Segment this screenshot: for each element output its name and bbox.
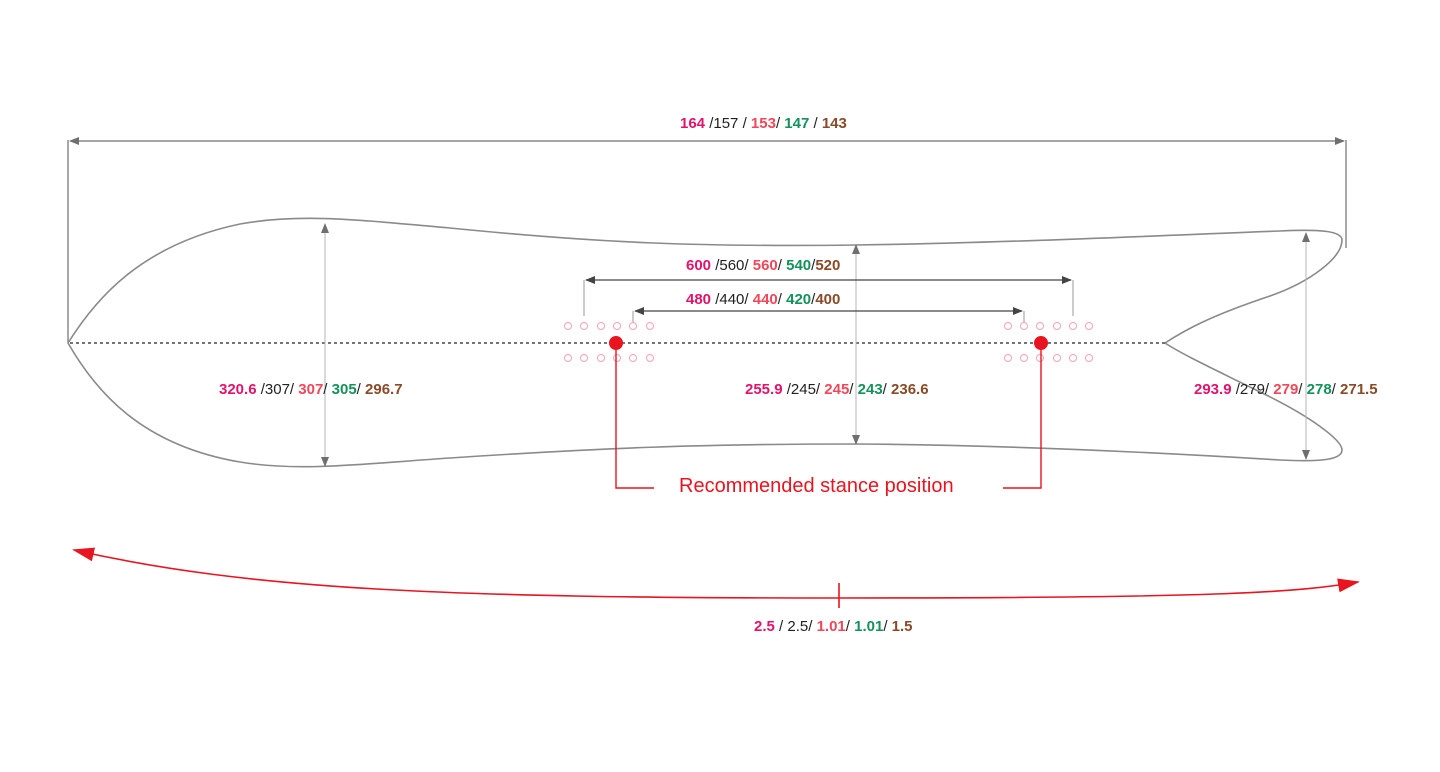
size-value: 296.7 bbox=[365, 381, 403, 398]
separator: / bbox=[811, 257, 816, 274]
size-value: 236.6 bbox=[891, 381, 929, 398]
size-value: 307 bbox=[298, 381, 324, 398]
size-value: 440 bbox=[752, 291, 778, 308]
separator: / bbox=[738, 115, 751, 132]
size-value: 2.5 bbox=[754, 618, 775, 635]
length-label: 164 /157 / 153/ 147 / 143 bbox=[680, 115, 847, 132]
separator: / bbox=[882, 381, 892, 398]
size-value: 1.01 bbox=[816, 618, 846, 635]
separator: / bbox=[815, 381, 825, 398]
rear-stance-leader bbox=[1003, 350, 1042, 489]
separator: / bbox=[256, 381, 265, 398]
board-outline bbox=[67, 217, 1343, 468]
separator: / bbox=[1298, 381, 1307, 398]
separator: / bbox=[849, 381, 858, 398]
camber-label: 2.5 / 2.5/ 1.01/ 1.01/ 1.5 bbox=[754, 618, 913, 635]
size-value: 147 bbox=[784, 115, 810, 132]
size-value: 2.5 bbox=[787, 618, 809, 635]
separator: / bbox=[1264, 381, 1274, 398]
size-value: 279 bbox=[1239, 381, 1265, 398]
camber-profile bbox=[72, 547, 1360, 608]
separator: / bbox=[289, 381, 299, 398]
tail-width-label: 293.9 /279/ 279/ 278/ 271.5 bbox=[1194, 381, 1378, 398]
outer-stance-dimension bbox=[583, 276, 1074, 316]
size-value: 157 bbox=[713, 115, 739, 132]
separator: / bbox=[782, 381, 791, 398]
separator: / bbox=[711, 257, 720, 274]
separator: / bbox=[1231, 381, 1240, 398]
front-stance-leader bbox=[615, 350, 654, 489]
separator: / bbox=[711, 291, 720, 308]
size-value: 278 bbox=[1306, 381, 1332, 398]
size-value: 293.9 bbox=[1194, 381, 1232, 398]
size-value: 540 bbox=[786, 257, 812, 274]
size-value: 279 bbox=[1273, 381, 1299, 398]
size-value: 305 bbox=[331, 381, 357, 398]
separator: / bbox=[356, 381, 366, 398]
size-value: 560 bbox=[719, 257, 745, 274]
size-value: 320.6 bbox=[219, 381, 257, 398]
front-stance-marker bbox=[609, 336, 623, 350]
size-value: 245 bbox=[824, 381, 850, 398]
rear-stance-marker bbox=[1034, 336, 1048, 350]
separator: / bbox=[705, 115, 714, 132]
separator: / bbox=[775, 115, 785, 132]
stance-position-label: Recommended stance position bbox=[679, 475, 954, 497]
size-value: 600 bbox=[686, 257, 712, 274]
separator: / bbox=[883, 618, 892, 635]
separator: / bbox=[777, 291, 787, 308]
outer-stance-label: 600 /560/ 560/ 540/520 bbox=[686, 257, 840, 274]
separator: / bbox=[811, 291, 816, 308]
size-value: 243 bbox=[857, 381, 883, 398]
separator: / bbox=[744, 291, 753, 308]
separator: / bbox=[744, 257, 753, 274]
separator: / bbox=[323, 381, 332, 398]
size-value: 245 bbox=[790, 381, 816, 398]
size-value: 480 bbox=[686, 291, 712, 308]
size-value: 400 bbox=[815, 291, 841, 308]
separator: / bbox=[808, 618, 817, 635]
size-value: 271.5 bbox=[1340, 381, 1378, 398]
waist-width-label: 255.9 /245/ 245/ 243/ 236.6 bbox=[745, 381, 929, 398]
size-value: 255.9 bbox=[745, 381, 783, 398]
size-value: 560 bbox=[752, 257, 778, 274]
length-dimension bbox=[67, 137, 1347, 342]
size-value: 1.01 bbox=[854, 618, 884, 635]
separator: / bbox=[845, 618, 855, 635]
inner-stance-label: 480 /440/ 440/ 420/400 bbox=[686, 291, 840, 308]
size-value: 520 bbox=[815, 257, 841, 274]
size-value: 153 bbox=[750, 115, 776, 132]
size-value: 143 bbox=[821, 115, 847, 132]
size-value: 1.5 bbox=[891, 618, 913, 635]
size-value: 440 bbox=[719, 291, 745, 308]
nose-width-label: 320.6 /307/ 307/ 305/ 296.7 bbox=[219, 381, 403, 398]
size-value: 307 bbox=[264, 381, 290, 398]
separator: / bbox=[1331, 381, 1341, 398]
inner-stance-dimension bbox=[632, 307, 1025, 322]
insert-holes-front bbox=[564, 322, 654, 362]
separator: / bbox=[774, 618, 788, 635]
size-value: 164 bbox=[680, 115, 706, 132]
separator: / bbox=[809, 115, 822, 132]
size-value: 420 bbox=[786, 291, 812, 308]
separator: / bbox=[777, 257, 787, 274]
insert-holes-rear bbox=[1004, 322, 1093, 362]
